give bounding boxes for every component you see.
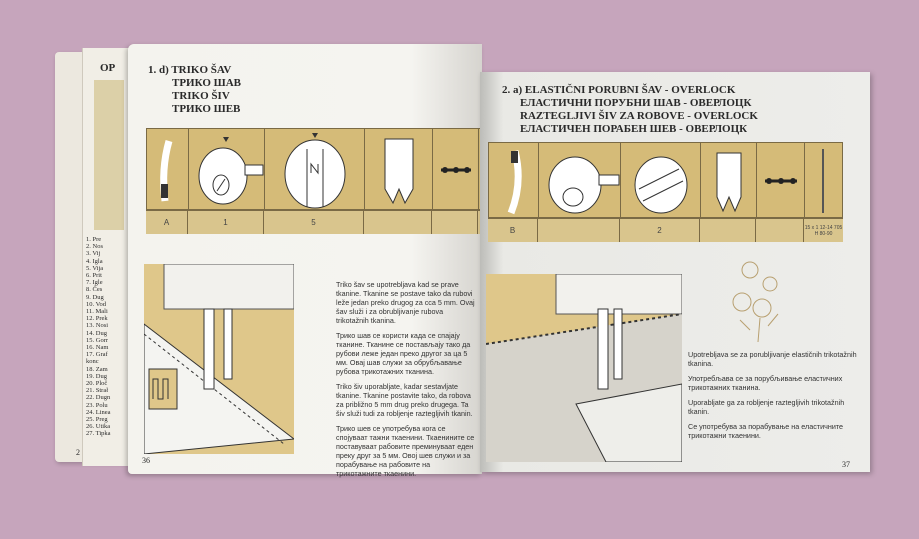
setting-label: 1 bbox=[188, 211, 264, 234]
list-item: 2. Nos bbox=[86, 243, 103, 251]
setting-label: B bbox=[488, 219, 538, 242]
stitch-lever-icon bbox=[489, 143, 539, 217]
stitch-length-dial-icon bbox=[621, 143, 701, 217]
settings-band: B 2 15 x 1 12-14 705 H 80-90 bbox=[488, 142, 843, 242]
stitch-length-dial-icon bbox=[265, 129, 365, 209]
list-item: 24. Linea bbox=[86, 408, 111, 416]
list-item: 14. Dug bbox=[86, 329, 107, 337]
stitch-pattern-icon bbox=[433, 129, 479, 209]
setting-label: 5 bbox=[264, 211, 364, 234]
list-item: 23. Polu bbox=[86, 401, 108, 409]
stitch-pattern-icon bbox=[757, 143, 805, 217]
list-item: 16. Nam bbox=[86, 344, 109, 352]
list-item: 27. Tipka bbox=[86, 430, 111, 438]
setting-label bbox=[364, 211, 432, 234]
title-line: ТРИКО ШАВ bbox=[172, 77, 241, 89]
setting-label bbox=[538, 219, 620, 242]
right-title: 2. a) ELASTIČNI PORUBNI ŠAV - OVERLOCK Е… bbox=[502, 84, 758, 136]
setting-label: 15 x 1 12-14 705 H 80-90 bbox=[804, 224, 843, 237]
list-item: 5. Vija bbox=[86, 264, 104, 272]
title-line: 2. a) ELASTIČNI PORUBNI ŠAV - OVERLOCK bbox=[502, 84, 736, 96]
list-item: 26. Utika bbox=[86, 423, 111, 431]
list-item: 8. Čes bbox=[86, 286, 103, 294]
title-line: RAZTEGLJIVI ŠIV ZA ROBOVE - OVERLOCK bbox=[520, 110, 758, 122]
list-item: konc bbox=[86, 358, 99, 366]
list-item: 10. Vod bbox=[86, 300, 106, 308]
paragraph: Triko šav se upotrebljava kad se prave t… bbox=[336, 280, 475, 325]
list-item: 20. Ploč bbox=[86, 380, 108, 388]
list-item: 1. Pre bbox=[86, 236, 102, 243]
stitch-width-dial-icon bbox=[189, 129, 265, 209]
title-line: ЕЛАСТИЧЕН ПОРАБЕН ШЕВ - ОВЕРЛОЦК bbox=[520, 123, 748, 135]
list-item: 9. Dug bbox=[86, 293, 104, 301]
setting-label bbox=[700, 219, 756, 242]
page-number: 37 bbox=[842, 460, 850, 469]
needle-icon bbox=[805, 143, 842, 217]
right-page: 2. a) ELASTIČNI PORUBNI ŠAV - OVERLOCK Е… bbox=[480, 72, 870, 472]
title-line: ТРИКО ШЕВ bbox=[172, 103, 241, 115]
list-item: 15. Gorr bbox=[86, 336, 109, 344]
title-line: TRIKO ŠIV bbox=[172, 90, 230, 102]
left-body-text: Triko šav se upotrebljava kad se prave t… bbox=[336, 280, 476, 484]
stitch-width-dial-icon bbox=[539, 143, 621, 217]
presser-foot-icon bbox=[701, 143, 757, 217]
left-page: 1. d) TRIKO ŠAV ТРИКО ШАВ TRIKO ŠIV ТРИК… bbox=[128, 44, 482, 478]
list-item: 22. Dugn bbox=[86, 394, 111, 402]
list-item: 17. Graf bbox=[86, 351, 108, 359]
back-page-illustration bbox=[94, 80, 124, 230]
setting-label bbox=[432, 211, 478, 234]
title-line: 1. d) TRIKO ŠAV bbox=[148, 64, 232, 76]
paragraph: Употребљава се за порубљивање еластичних… bbox=[688, 374, 843, 392]
setting-label bbox=[756, 219, 804, 242]
paragraph: Triko šiv uporabljate, kadar sestavljate… bbox=[336, 382, 473, 418]
overlock-illustration bbox=[486, 274, 682, 462]
flower-ornament bbox=[730, 258, 790, 344]
right-body-text: Upotrebljava se za porubljivanje elastič… bbox=[688, 350, 863, 446]
sewing-illustration bbox=[144, 264, 294, 454]
list-item: 18. Zam bbox=[86, 365, 108, 373]
list-item: 12. Prek bbox=[86, 315, 108, 323]
presser-foot-icon bbox=[365, 129, 433, 209]
left-title: 1. d) TRIKO ŠAV ТРИКО ШАВ TRIKO ŠIV ТРИК… bbox=[148, 64, 241, 116]
paragraph: Uporabljate ga za robljenje raztegljivih… bbox=[688, 398, 845, 416]
paragraph: Трико шав се користи када се спајају тка… bbox=[336, 331, 471, 376]
list-item: 25. Preg bbox=[86, 416, 108, 424]
list-item: 13. Nosi bbox=[86, 322, 109, 330]
list-item: 11. Mali bbox=[86, 308, 108, 316]
list-item: 3. Vij bbox=[86, 250, 101, 258]
list-item: 6. Prit bbox=[86, 272, 102, 280]
list-item: 21. Strał bbox=[86, 387, 109, 395]
page-number: 36 bbox=[142, 456, 150, 465]
setting-label: 2 bbox=[620, 219, 700, 242]
title-line: ЕЛАСТИЧНИ ПОРУБНИ ШАВ - ОВЕРЛОЦК bbox=[520, 97, 752, 109]
back-page-title: OP bbox=[100, 62, 116, 74]
paragraph: Трико шев се употребува кога се спојуваа… bbox=[336, 424, 475, 478]
page-number: 2 bbox=[76, 448, 80, 457]
stitch-lever-icon bbox=[147, 129, 189, 209]
setting-label: A bbox=[146, 211, 188, 234]
list-item: 19. Dug bbox=[86, 372, 107, 380]
list-item: 7. Igle bbox=[86, 279, 103, 287]
paragraph: Upotrebljava se za porubljivanje elastič… bbox=[688, 350, 857, 368]
paragraph: Се употребува за порабување на еластични… bbox=[688, 422, 844, 440]
list-item: 4. Igla bbox=[86, 257, 103, 265]
